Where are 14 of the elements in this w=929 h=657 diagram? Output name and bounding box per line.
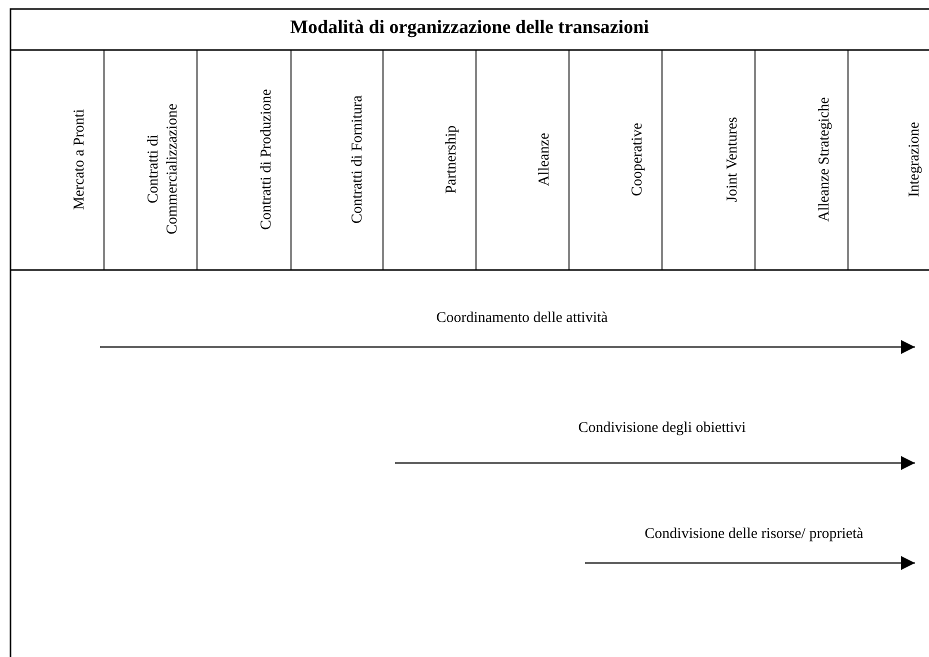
arrow-label: Condivisione degli obiettivi xyxy=(577,419,747,437)
column-header: Joint Ventures xyxy=(724,116,742,204)
table-title: Modalità di organizzazione delle transazioni xyxy=(289,17,650,39)
arrow-label: Coordinamento delle attività xyxy=(435,309,609,327)
column-header: Alleanze xyxy=(536,132,554,188)
column-header: Contratti di Produzione xyxy=(258,88,276,232)
column-header: Alleanze Strategiche xyxy=(816,96,834,224)
arrow-label: Condivisione delle risorse/ proprietà xyxy=(644,525,864,543)
column-header: Mercato a Pronti xyxy=(70,108,88,212)
column-header: Cooperative xyxy=(628,122,646,198)
column-header: Contratti di Commercializzazione xyxy=(144,102,181,236)
column-header: Partnership xyxy=(442,124,460,196)
column-header: Contratti di Fornitura xyxy=(348,94,366,226)
column-header: Integrazione xyxy=(906,121,924,199)
